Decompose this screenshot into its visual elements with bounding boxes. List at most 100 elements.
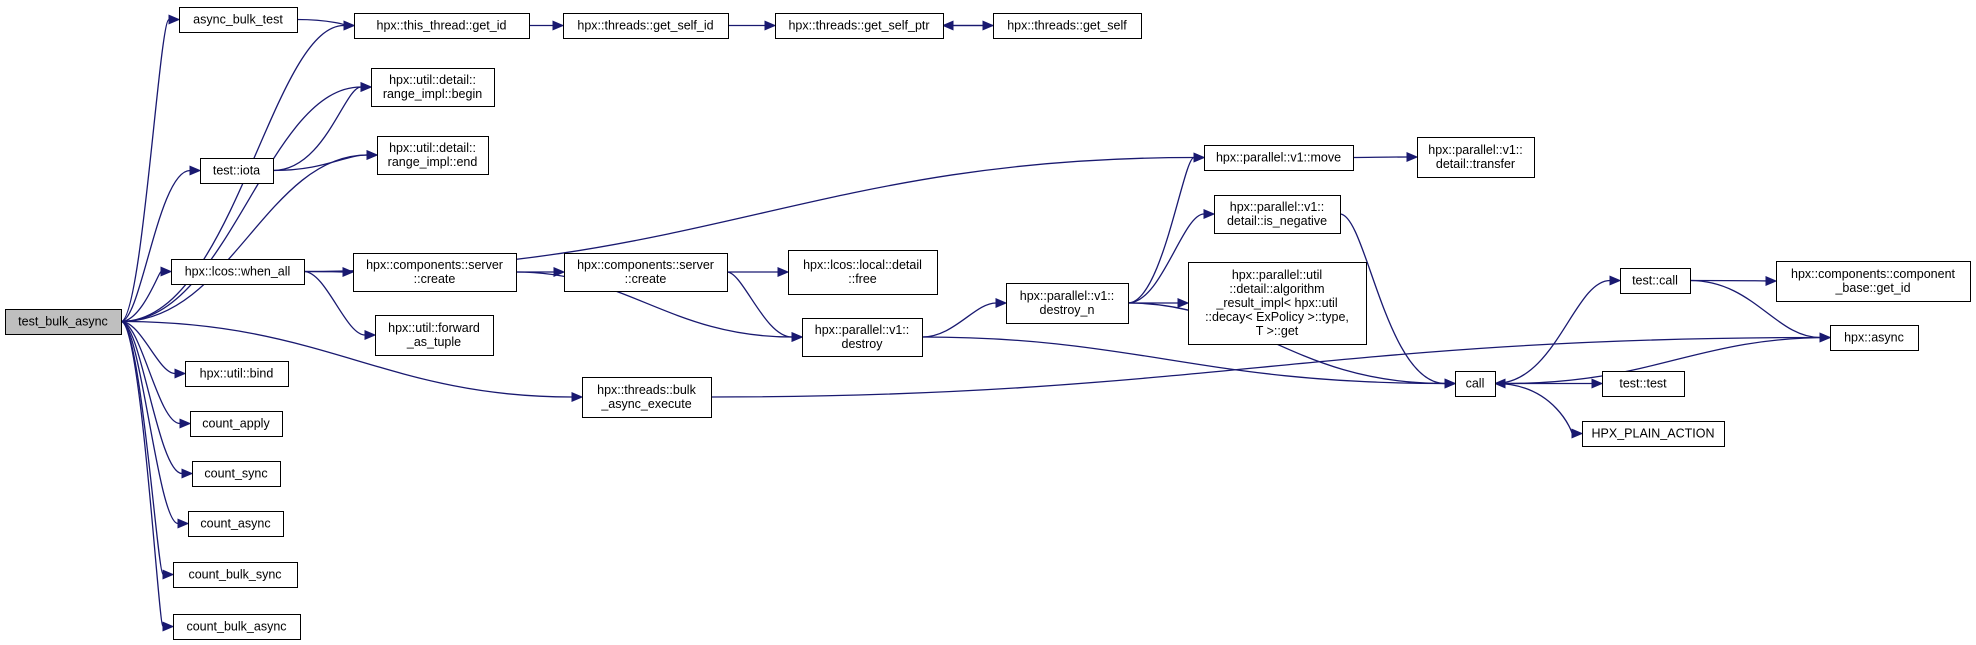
node-box [171,259,305,285]
node-label: hpx::lcos::local::detail [803,258,922,272]
node-box [1204,145,1354,171]
node-box [564,253,728,292]
edge-arrowhead [160,266,173,277]
edge-pv1_destroy-to-destroy_n [921,298,1008,338]
node-pv1-move[interactable]: hpx::parallel::v1::move [1204,145,1354,171]
edge-line [921,302,997,338]
node-label: destroy [842,337,884,351]
edge-arrowhead [181,468,194,479]
node-bulk-async-execute[interactable]: hpx::threads::bulk_async_execute [582,377,712,418]
node-algo-result[interactable]: hpx::parallel::util::detail::algorithm_r… [1188,262,1367,345]
node-local-free[interactable]: hpx::lcos::local::detail::free [788,250,938,295]
edge-arrowhead [1193,152,1206,163]
node-label: async_bulk_test [193,13,283,27]
node-count-bulk-async[interactable]: count_bulk_async [173,614,301,640]
node-box [200,158,274,184]
node-box [190,411,283,437]
node-box [582,377,712,418]
node-range-end[interactable]: hpx::util::detail::range_impl::end [377,136,489,175]
node-test-iota[interactable]: test::iota [200,158,274,184]
node-test-call[interactable]: test::call [1620,268,1691,294]
node-destroy-n[interactable]: hpx::parallel::v1::destroy_n [1006,283,1129,324]
node-server-create2[interactable]: hpx::components::server::create [564,253,728,292]
node-server-create1[interactable]: hpx::components::server::create [353,253,517,292]
edge-arrowhead [1493,378,1506,389]
node-count-apply[interactable]: count_apply [190,411,283,437]
node-box [173,562,298,588]
node-hpx-async[interactable]: hpx::async [1830,325,1919,351]
edge-line [120,320,181,425]
edge-root-to-count_sync [120,320,194,479]
edge-arrowhead [189,165,202,176]
edge-line [921,336,1446,385]
node-label: hpx::parallel::v1:: [1428,143,1523,157]
node-label: ::detail::algorithm [1229,282,1324,296]
node-label: hpx::threads::get_self_ptr [788,19,929,33]
node-box [1776,261,1971,302]
node-get-self-ptr[interactable]: hpx::threads::get_self_ptr [775,13,944,39]
node-box [993,13,1142,39]
node-box [179,7,298,33]
node-label: hpx::threads::bulk [597,383,696,397]
node-label: range_impl::end [388,155,478,169]
edge-arrowhead [1203,209,1216,219]
node-call[interactable]: call [1455,371,1496,397]
edge-is_negative-to-call [1339,213,1457,389]
edge-pv1_move-to-transfer [1352,152,1419,162]
edge-line [272,154,368,172]
edge-root-to-range_begin [120,82,373,323]
node-plain-action[interactable]: HPX_PLAIN_ACTION [1582,421,1725,447]
node-forward-tuple[interactable]: hpx::util::forward_as_tuple [375,315,494,356]
node-label: hpx::components::server [366,258,503,272]
node-async-bulk-test[interactable]: async_bulk_test [179,7,298,33]
edge-arrowhead [791,332,804,342]
edge-test_iota-to-range_end [272,150,379,172]
edge-line [120,270,162,323]
edge-test_iota-to-range_begin [272,82,373,172]
node-label: hpx::util::detail:: [389,73,476,87]
edge-line [1127,213,1205,304]
edge-layer [120,14,1832,632]
edge-line [1339,213,1446,385]
edge-arrowhead [1591,378,1604,389]
edge-destroy_n-to-pv1_move [1127,152,1206,304]
edge-arrowhead [553,267,566,277]
edge-arrowhead [1819,332,1832,343]
node-box [1455,371,1496,397]
edge-line [296,18,346,27]
node-label: count_bulk_sync [188,568,281,582]
node-get-self-id[interactable]: hpx::threads::get_self_id [563,13,729,39]
node-box [371,68,495,107]
node-get-self[interactable]: hpx::threads::get_self [993,13,1142,39]
node-label: ::create [625,272,667,286]
edge-arrowhead [177,518,190,529]
node-pv1-destroy[interactable]: hpx::parallel::v1::destroy [802,318,923,357]
node-when-all[interactable]: hpx::lcos::when_all [171,259,305,285]
node-count-async[interactable]: count_async [188,511,284,537]
node-box [1188,262,1367,345]
node-range-begin[interactable]: hpx::util::detail::range_impl::begin [371,68,495,107]
node-label: _base::get_id [1834,281,1910,295]
node-box [173,614,301,640]
node-component-get-id[interactable]: hpx::components::component_base::get_id [1776,261,1971,302]
node-is-negative[interactable]: hpx::parallel::v1::detail::is_negative [1214,195,1341,234]
node-label: call [1466,377,1485,391]
node-root[interactable]: test_bulk_async [5,309,122,335]
node-transfer[interactable]: hpx::parallel::v1::detail::transfer [1417,137,1535,178]
edge-line [120,320,573,398]
node-this-get-id[interactable]: hpx::this_thread::get_id [354,13,530,39]
node-box [375,315,494,356]
edge-arrowhead [179,418,192,429]
edge-root-to-util_bind [120,320,187,379]
node-count-bulk-sync[interactable]: count_bulk_sync [173,562,298,588]
node-label: test_bulk_async [18,315,108,329]
edge-arrowhead [342,267,355,277]
edge-arrowhead [1571,428,1584,439]
node-count-sync[interactable]: count_sync [192,461,281,487]
node-util-bind[interactable]: hpx::util::bind [185,361,289,387]
node-test-test[interactable]: test::test [1602,371,1685,397]
edge-line [1504,336,1831,385]
node-box [1602,371,1685,397]
node-box [185,361,289,387]
